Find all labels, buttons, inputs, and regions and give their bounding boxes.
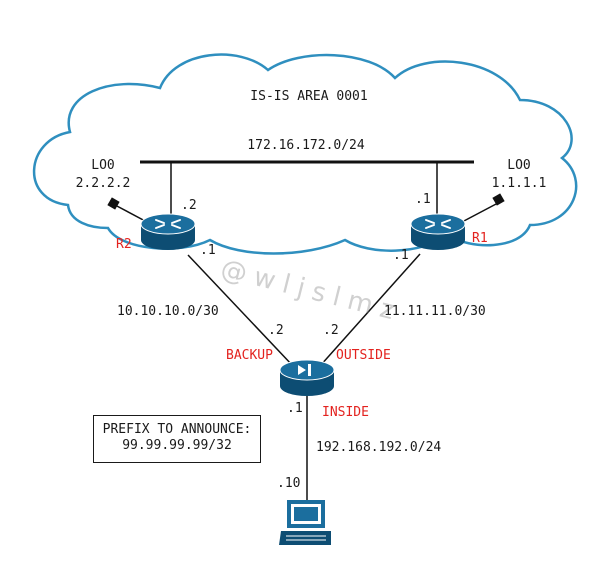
prefix-box-title: PREFIX TO ANNOUNCE:: [102, 422, 252, 437]
outside-link: [319, 253, 421, 367]
outside-interface-label: OUTSIDE: [336, 348, 391, 363]
r2-loopback-address: 2.2.2.2: [75, 176, 131, 191]
r2-router-icon: [140, 213, 196, 250]
r2-loopback-name: LO0: [91, 158, 115, 173]
backup-subnet-label: 10.10.10.0/30: [117, 304, 219, 319]
r1-name: R1: [472, 231, 488, 246]
r2-link-host: .1: [200, 243, 216, 258]
r1-link-host: .1: [393, 248, 409, 263]
r1-loopback-address: 1.1.1.1: [491, 176, 547, 191]
r1-loopback-name: LO0: [507, 158, 531, 173]
outside-fw-host: .2: [323, 323, 339, 338]
pc-host: .10: [277, 476, 301, 491]
lan-subnet-label: 172.16.172.0/24: [247, 138, 365, 153]
backup-fw-host: .2: [268, 323, 284, 338]
prefix-box: PREFIX TO ANNOUNCE: 99.99.99.99/32: [93, 415, 261, 463]
r2-loopback-icon: [107, 197, 148, 223]
inside-subnet-label: 192.168.192.0/24: [316, 440, 442, 455]
isis-area-cloud: [32, 53, 578, 255]
r1-lan-host: .1: [415, 192, 431, 207]
inside-fw-host: .1: [287, 401, 303, 416]
outside-subnet-label: 11.11.11.0/30: [384, 304, 486, 319]
r2-lan-host: .2: [181, 198, 197, 213]
inside-interface-label: INSIDE: [322, 405, 369, 420]
pc-icon: [279, 500, 331, 545]
r2-name: R2: [116, 237, 132, 252]
backup-interface-label: BACKUP: [226, 348, 273, 363]
prefix-box-value: 99.99.99.99/32: [122, 438, 232, 453]
area-title: IS-IS AREA 0001: [250, 89, 368, 104]
r1-router-icon: [410, 213, 466, 250]
backup-link: [187, 254, 294, 367]
firewall-icon: [279, 359, 335, 396]
r1-loopback-icon: [461, 193, 505, 223]
